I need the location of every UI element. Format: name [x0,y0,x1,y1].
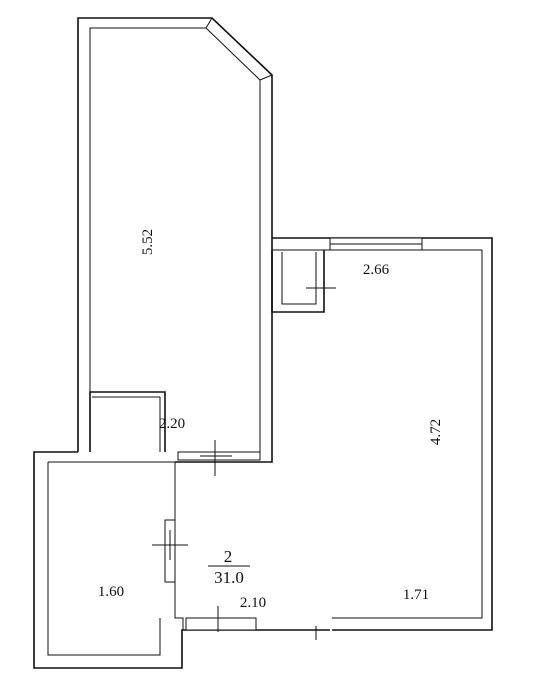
main-room-walls [272,237,493,631]
bathroom-width-label: 1.60 [98,584,124,600]
balcony-length-label: 5.52 [140,229,156,255]
corridor-width-label: 2.20 [159,416,185,432]
corridor-niche [89,391,166,452]
room-width-label: 2.66 [363,262,390,278]
room-length-label: 4.72 [428,419,444,445]
room-number: 2 [224,547,233,566]
room-area: 31.0 [214,568,244,587]
bathroom-door [152,519,188,583]
balcony-door [177,440,261,476]
bathroom-walls [33,451,330,669]
balcony-walls [77,17,273,463]
main-window [329,237,423,251]
kitchen-width-label: 2.10 [240,595,266,611]
entrance-door [185,606,317,640]
closet [271,250,336,313]
room-label: 2 31.0 [208,547,250,587]
kitchen-depth-label: 1.71 [403,587,429,603]
